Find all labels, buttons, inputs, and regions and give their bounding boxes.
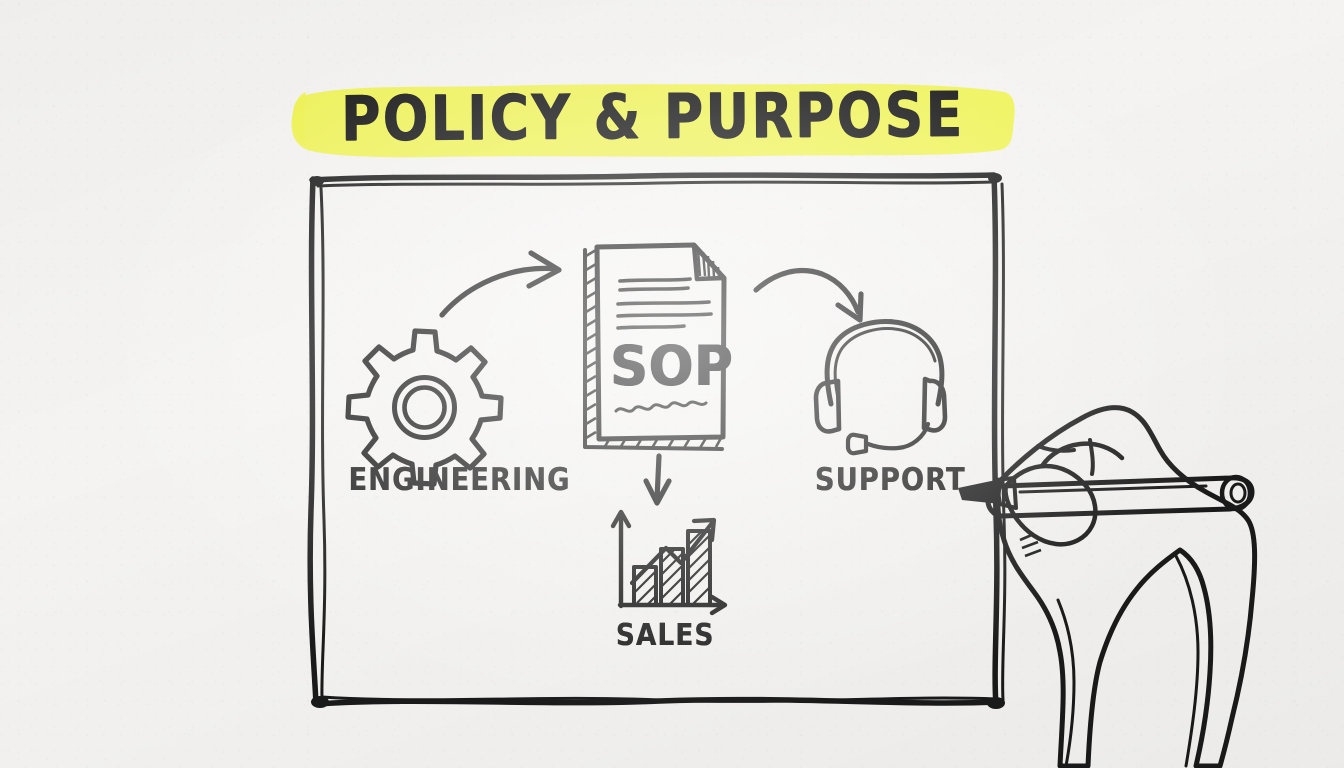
label-support: SUPPORT — [814, 462, 966, 498]
label-engineering: ENGINEERING — [348, 462, 571, 498]
label-sales: SALES — [615, 618, 715, 653]
